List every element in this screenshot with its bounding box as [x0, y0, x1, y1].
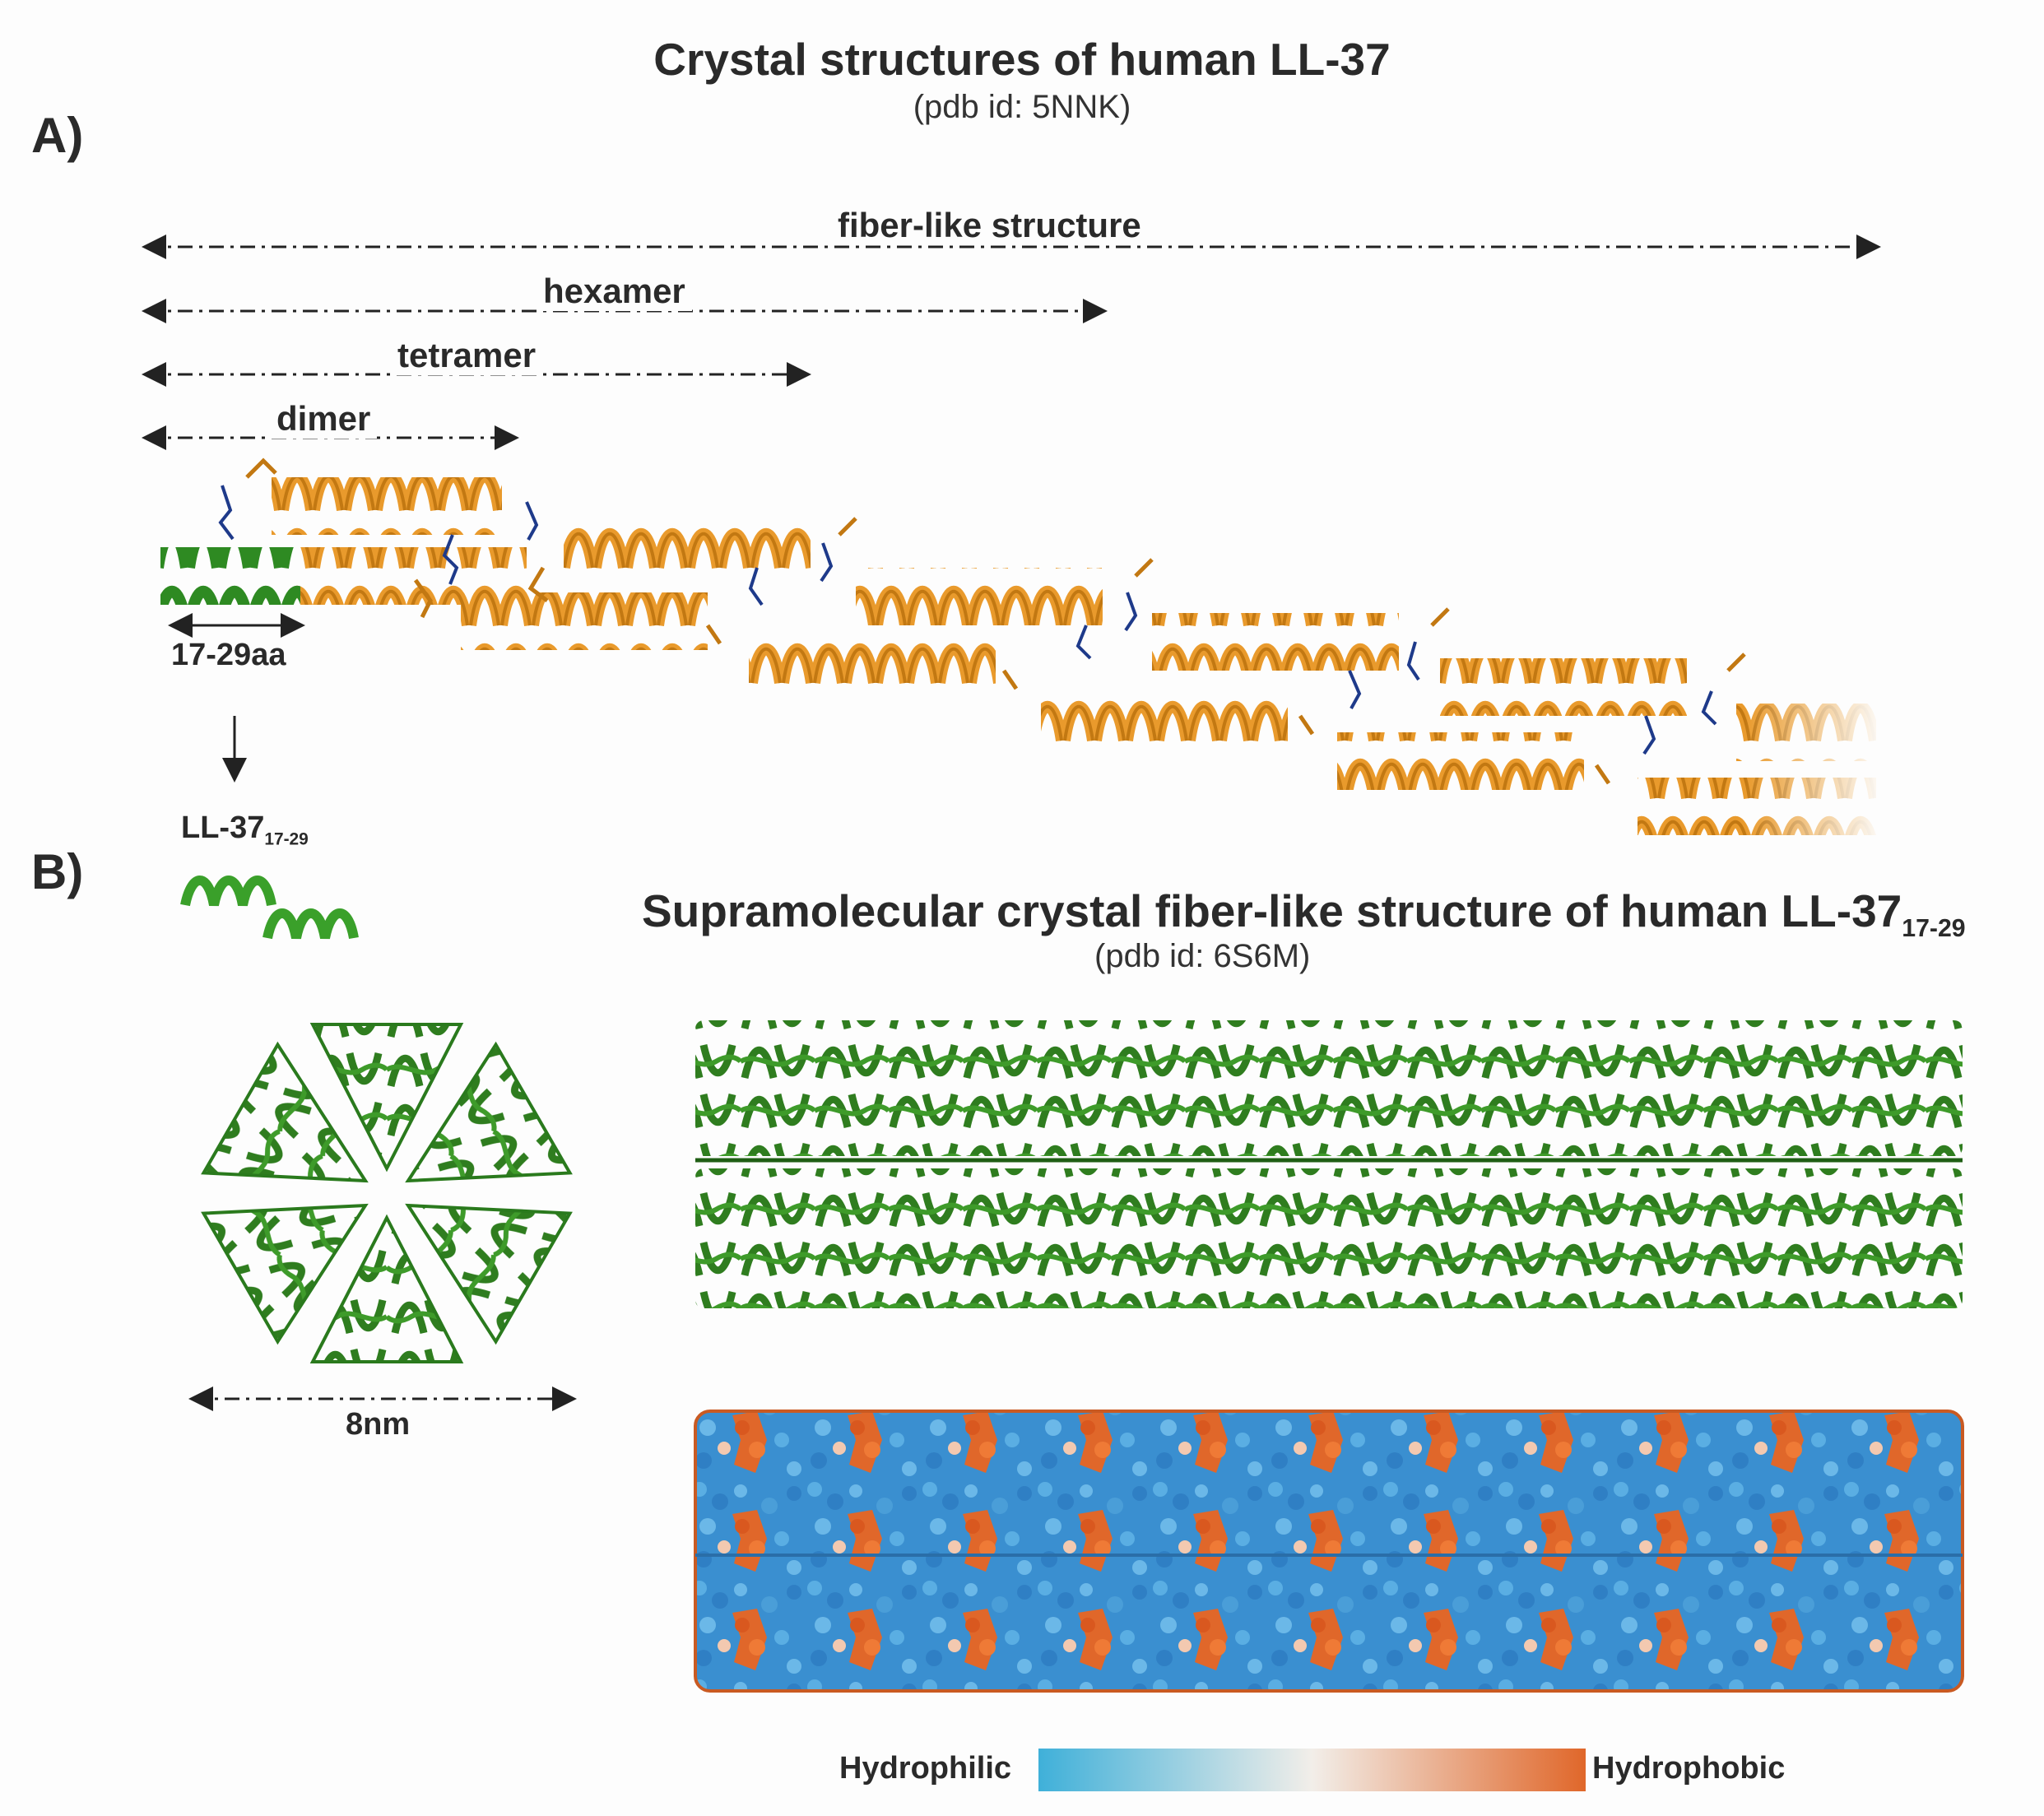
- sidechains: [218, 485, 1717, 755]
- panel-b-label: B): [31, 844, 84, 899]
- fragment-helix-icon: [180, 875, 359, 940]
- dimer-unit: [461, 523, 811, 650]
- green-fiber-ribbon: [695, 1020, 1963, 1308]
- legend-high-label: Hydrophobic: [1592, 1751, 1786, 1786]
- fiber-arrow-label: fiber-like structure: [831, 206, 1148, 245]
- panel-b-pdb: (pdb id: 6S6M): [1094, 938, 1311, 974]
- hydrophobicity-gradient-bar: [1038, 1749, 1586, 1791]
- hydrophobicity-surface: [694, 1410, 1964, 1693]
- diameter-label: 8nm: [346, 1407, 411, 1442]
- helix-ladder: [160, 457, 1884, 856]
- segment-label: 17-29aa: [171, 638, 286, 672]
- green-segment: [160, 547, 300, 605]
- dimer-arrow-label: dimer: [270, 399, 378, 439]
- dimer-unit: [1041, 613, 1399, 745]
- panel-a-pdb: (pdb id: 5NNK): [913, 89, 1131, 125]
- hexamer-arrow-label: hexamer: [537, 272, 692, 311]
- dimer-unit: [749, 568, 1103, 695]
- dimer-unit: [160, 477, 527, 605]
- panel-b-title: Supramolecular crystal fiber-like struct…: [642, 885, 1966, 942]
- panel-a-label: A): [31, 108, 84, 163]
- fragment-label: LL-3717-29: [181, 810, 309, 849]
- dimer-unit: [1337, 658, 1687, 790]
- tetramer-arrow-label: tetramer: [391, 336, 543, 375]
- panel-a-title: Crystal structures of human LL-37: [653, 34, 1391, 85]
- orange-sidechains: [245, 457, 1746, 785]
- legend-low-label: Hydrophilic: [839, 1751, 1012, 1786]
- hexagonal-cross-section: [201, 1023, 573, 1363]
